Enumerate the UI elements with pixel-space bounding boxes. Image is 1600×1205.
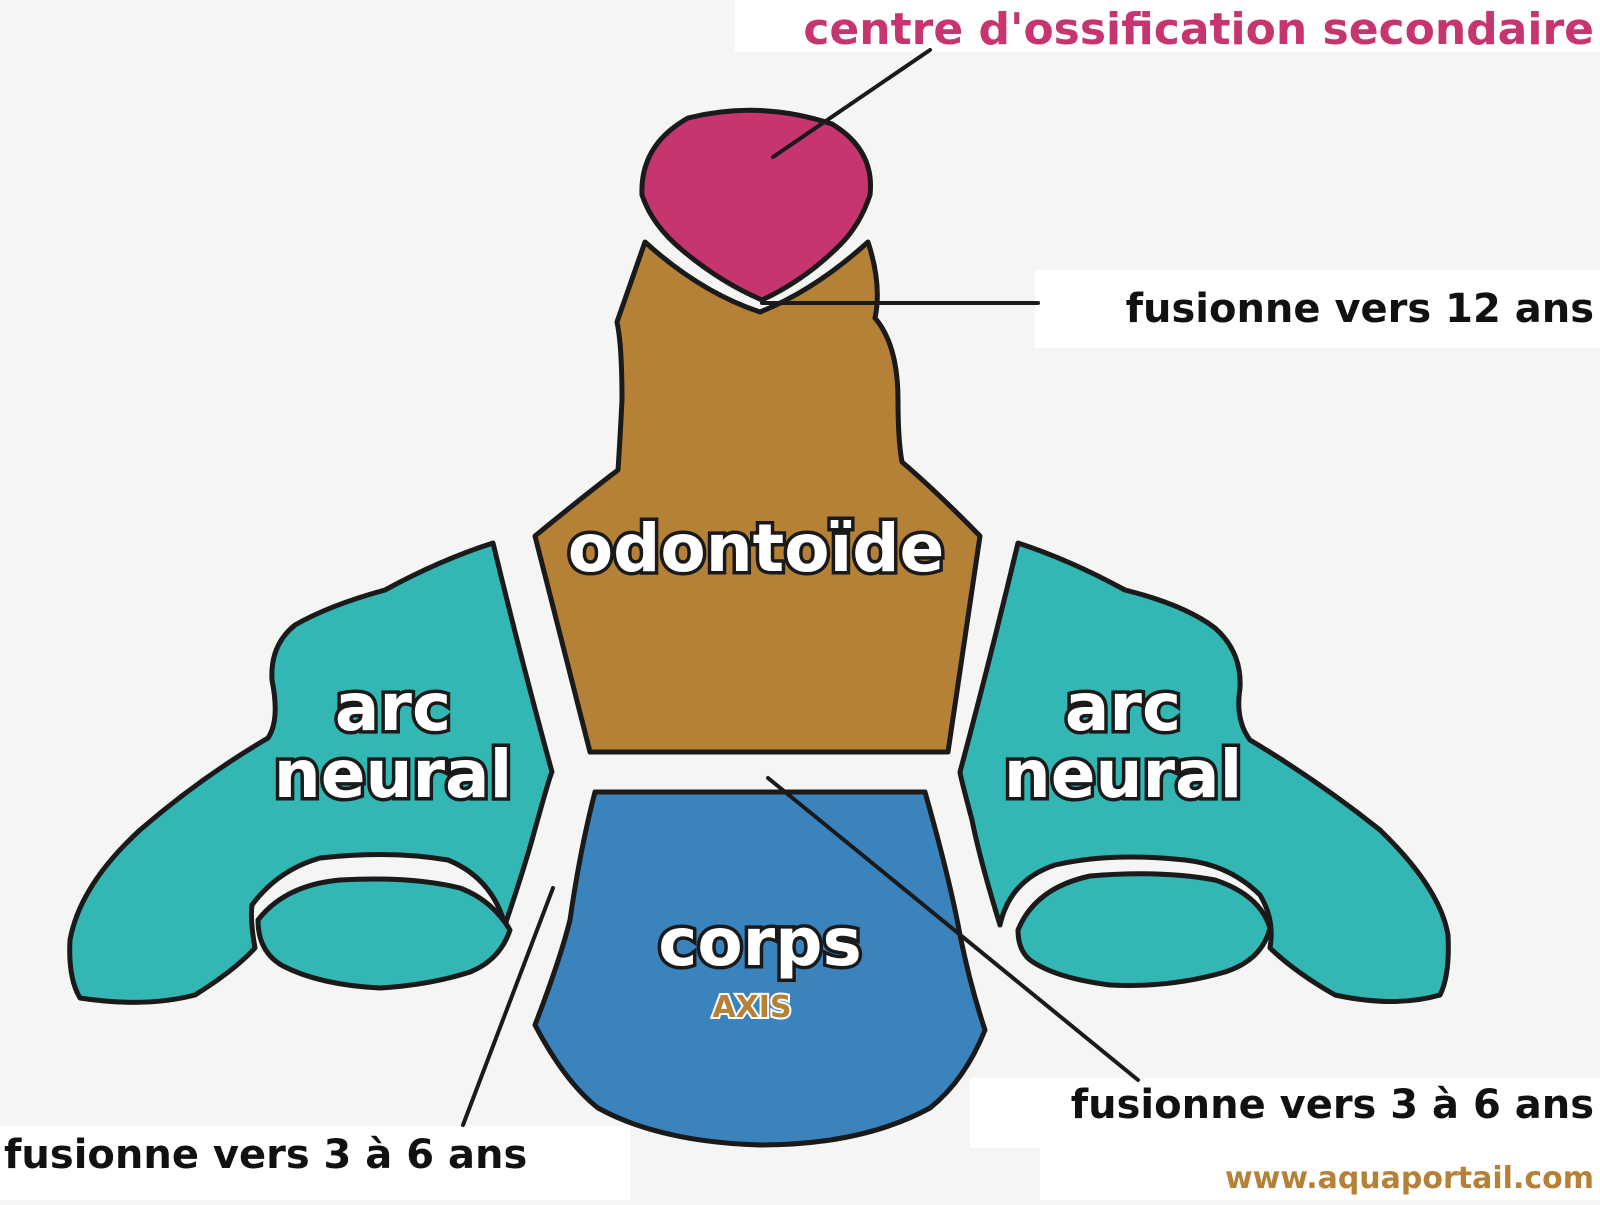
- secondary-ossification-center: [639, 107, 874, 303]
- callout-bg-fusion-left: [0, 1126, 630, 1200]
- label-odontoid: odontoïde: [568, 510, 944, 587]
- label-body: corps: [658, 904, 862, 981]
- callout-bg-secondary-center: [735, 0, 1600, 52]
- neural-arch-right-lamina: [1015, 871, 1273, 988]
- leader-line-fusion-left: [461, 886, 555, 1127]
- label-axis: AXIS: [712, 990, 791, 1025]
- label-arch-left-line2: neural: [274, 736, 512, 813]
- label-secondary-ossification-center: centre d'ossification secondaire: [803, 4, 1594, 55]
- label-fusion-3-6-right: fusionne vers 3 à 6 ans: [1071, 1082, 1594, 1128]
- leader-line-secondary-center: [771, 48, 932, 159]
- label-fusion-3-6-left: fusionne vers 3 à 6 ans: [4, 1132, 527, 1178]
- neural-arch-left-lamina: [255, 876, 513, 991]
- neural-arch-right: [957, 540, 1451, 1004]
- label-arch-right-line2: neural: [1004, 736, 1242, 813]
- callout-bg-website: [1040, 1148, 1600, 1200]
- leader-line-fusion-right: [766, 776, 1140, 1082]
- label-fusion-12: fusionne vers 12 ans: [1126, 286, 1594, 332]
- callout-bg-fusion-right: [970, 1078, 1600, 1148]
- odontoid-process: [532, 239, 983, 755]
- label-arch-right-line1: arc: [1065, 669, 1181, 746]
- neural-arch-left: [67, 540, 555, 1005]
- callout-bg-fusion-12: [1035, 270, 1600, 348]
- vertebral-body: [532, 789, 988, 1148]
- website-credit: www.aquaportail.com: [1225, 1161, 1594, 1196]
- label-arch-left-line1: arc: [335, 669, 451, 746]
